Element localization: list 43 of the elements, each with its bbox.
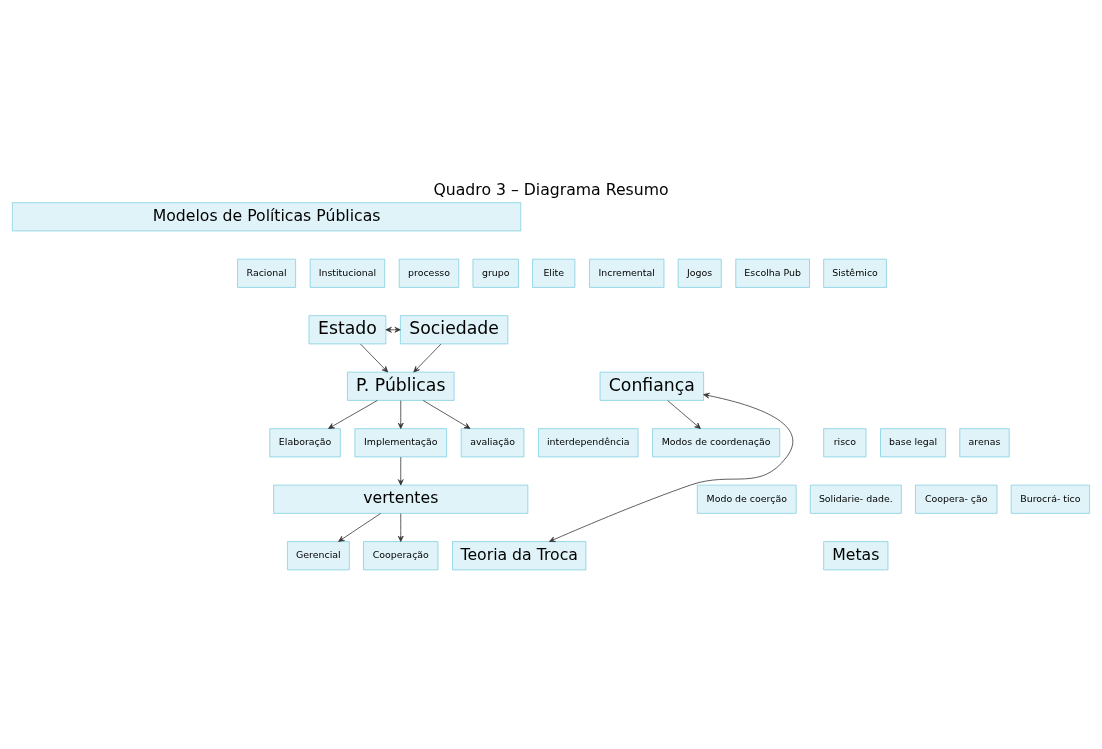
node-box: Metas xyxy=(823,541,889,571)
node-box: Institucional xyxy=(309,258,386,288)
arrow xyxy=(397,456,404,486)
arrow xyxy=(397,513,404,542)
arrow xyxy=(360,343,389,373)
node-box: vertentes xyxy=(273,484,529,514)
node-box: Modo de coerção xyxy=(696,484,797,514)
node-box: Escolha Pub xyxy=(735,258,810,288)
node-box: Coopera- ção xyxy=(915,484,998,514)
node-box: arenas xyxy=(959,428,1010,458)
node-box: risco xyxy=(823,428,867,458)
node-box: P. Públicas xyxy=(347,371,455,401)
node-box: Incremental xyxy=(589,258,665,288)
node-box: Cooperação xyxy=(363,541,439,571)
node-box: Sociedade xyxy=(399,315,509,345)
node-box: Elaboração xyxy=(269,428,341,458)
arrow xyxy=(328,400,378,429)
arrow xyxy=(397,400,404,429)
node-box: Confiança xyxy=(599,371,704,401)
node-box: Jogos xyxy=(677,258,722,288)
node-box: Modelos de Políticas Públicas xyxy=(12,202,522,232)
node-box: processo xyxy=(398,258,460,288)
node-box: grupo xyxy=(472,258,519,288)
node-box: interdependência xyxy=(538,428,639,458)
node-box: Implementação xyxy=(354,428,448,458)
node-box: Estado xyxy=(308,315,387,345)
diagram-title: Quadro 3 – Diagrama Resumo xyxy=(433,179,669,199)
node-box: Elite xyxy=(532,258,576,288)
node-box: base legal xyxy=(880,428,947,458)
node-box: Burocrá- tico xyxy=(1010,484,1090,514)
node-box: Sistêmico xyxy=(823,258,887,288)
arrow xyxy=(667,400,701,429)
node-box: Solidarie- dade. xyxy=(809,484,902,514)
arrow xyxy=(385,326,401,333)
arrow xyxy=(549,392,794,542)
arrow xyxy=(338,513,381,542)
node-box: Racional xyxy=(237,258,296,288)
node-box: avaliação xyxy=(460,428,525,458)
node-box: Teoria da Troca xyxy=(452,541,587,571)
arrow xyxy=(422,400,471,429)
node-box: Modos de coordenação xyxy=(652,428,781,458)
arrow xyxy=(413,343,442,373)
node-box: Gerencial xyxy=(287,541,350,571)
